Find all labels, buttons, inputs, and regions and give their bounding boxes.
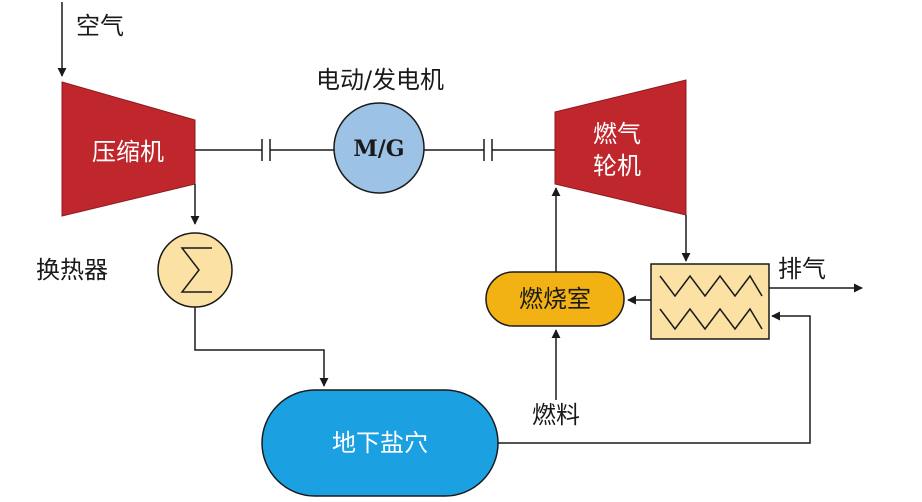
turbine-label-line1: 燃气 xyxy=(593,120,641,148)
turbine-label-line2: 轮机 xyxy=(593,152,641,180)
heat-exchanger-label: 换热器 xyxy=(36,256,108,284)
mg-label: M/G xyxy=(353,136,404,162)
compressor-label: 压缩机 xyxy=(92,138,164,166)
fuel-label: 燃料 xyxy=(532,401,580,429)
sigma-icon xyxy=(180,247,212,293)
combustor-label: 燃烧室 xyxy=(519,285,591,313)
salt-cavern-label: 地下盐穴 xyxy=(332,429,428,457)
heat-exchanger xyxy=(157,232,233,308)
recuperator-zigzag-top xyxy=(659,274,763,298)
recuperator-zigzag-bottom xyxy=(659,307,763,331)
motor-generator xyxy=(333,102,425,194)
exhaust-label: 排气 xyxy=(778,255,826,283)
motor-generator-label: 电动/发电机 xyxy=(316,66,444,94)
air-label: 空气 xyxy=(76,12,124,40)
recuperator xyxy=(650,263,770,340)
cavern-to-recuperator-arrow xyxy=(498,311,811,444)
hx-to-cavern-arrow xyxy=(194,307,329,387)
combustor xyxy=(485,271,625,327)
